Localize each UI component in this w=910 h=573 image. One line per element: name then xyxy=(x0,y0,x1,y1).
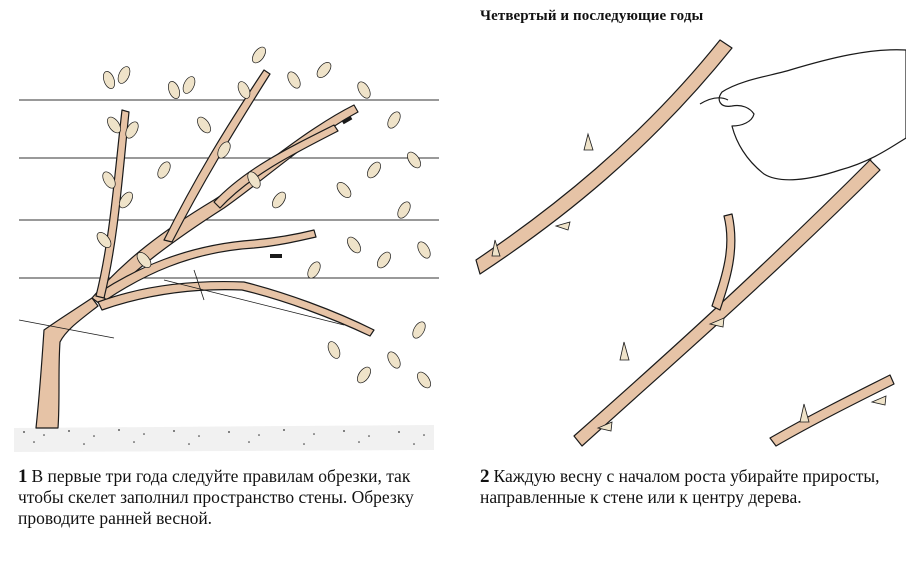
shoot-removal-illustration xyxy=(475,39,906,447)
tree-skeleton xyxy=(35,69,375,429)
hand xyxy=(699,49,906,181)
training-canes xyxy=(18,269,345,339)
section-heading: Четвертый и последующие годы xyxy=(480,8,704,24)
leaves xyxy=(96,46,431,389)
pruning-cut-marks xyxy=(270,115,353,258)
buds xyxy=(491,132,887,432)
caption-text: В первые три года следуйте правилам обре… xyxy=(18,466,414,528)
ground xyxy=(14,425,434,452)
support-wires xyxy=(19,99,439,279)
caption-number: 1 xyxy=(18,466,28,487)
caption-text: Каждую весну с началом роста убирайте пр… xyxy=(480,466,880,507)
fan-trained-tree-illustration xyxy=(14,46,439,452)
caption-number: 2 xyxy=(480,466,490,487)
branches xyxy=(475,39,895,447)
